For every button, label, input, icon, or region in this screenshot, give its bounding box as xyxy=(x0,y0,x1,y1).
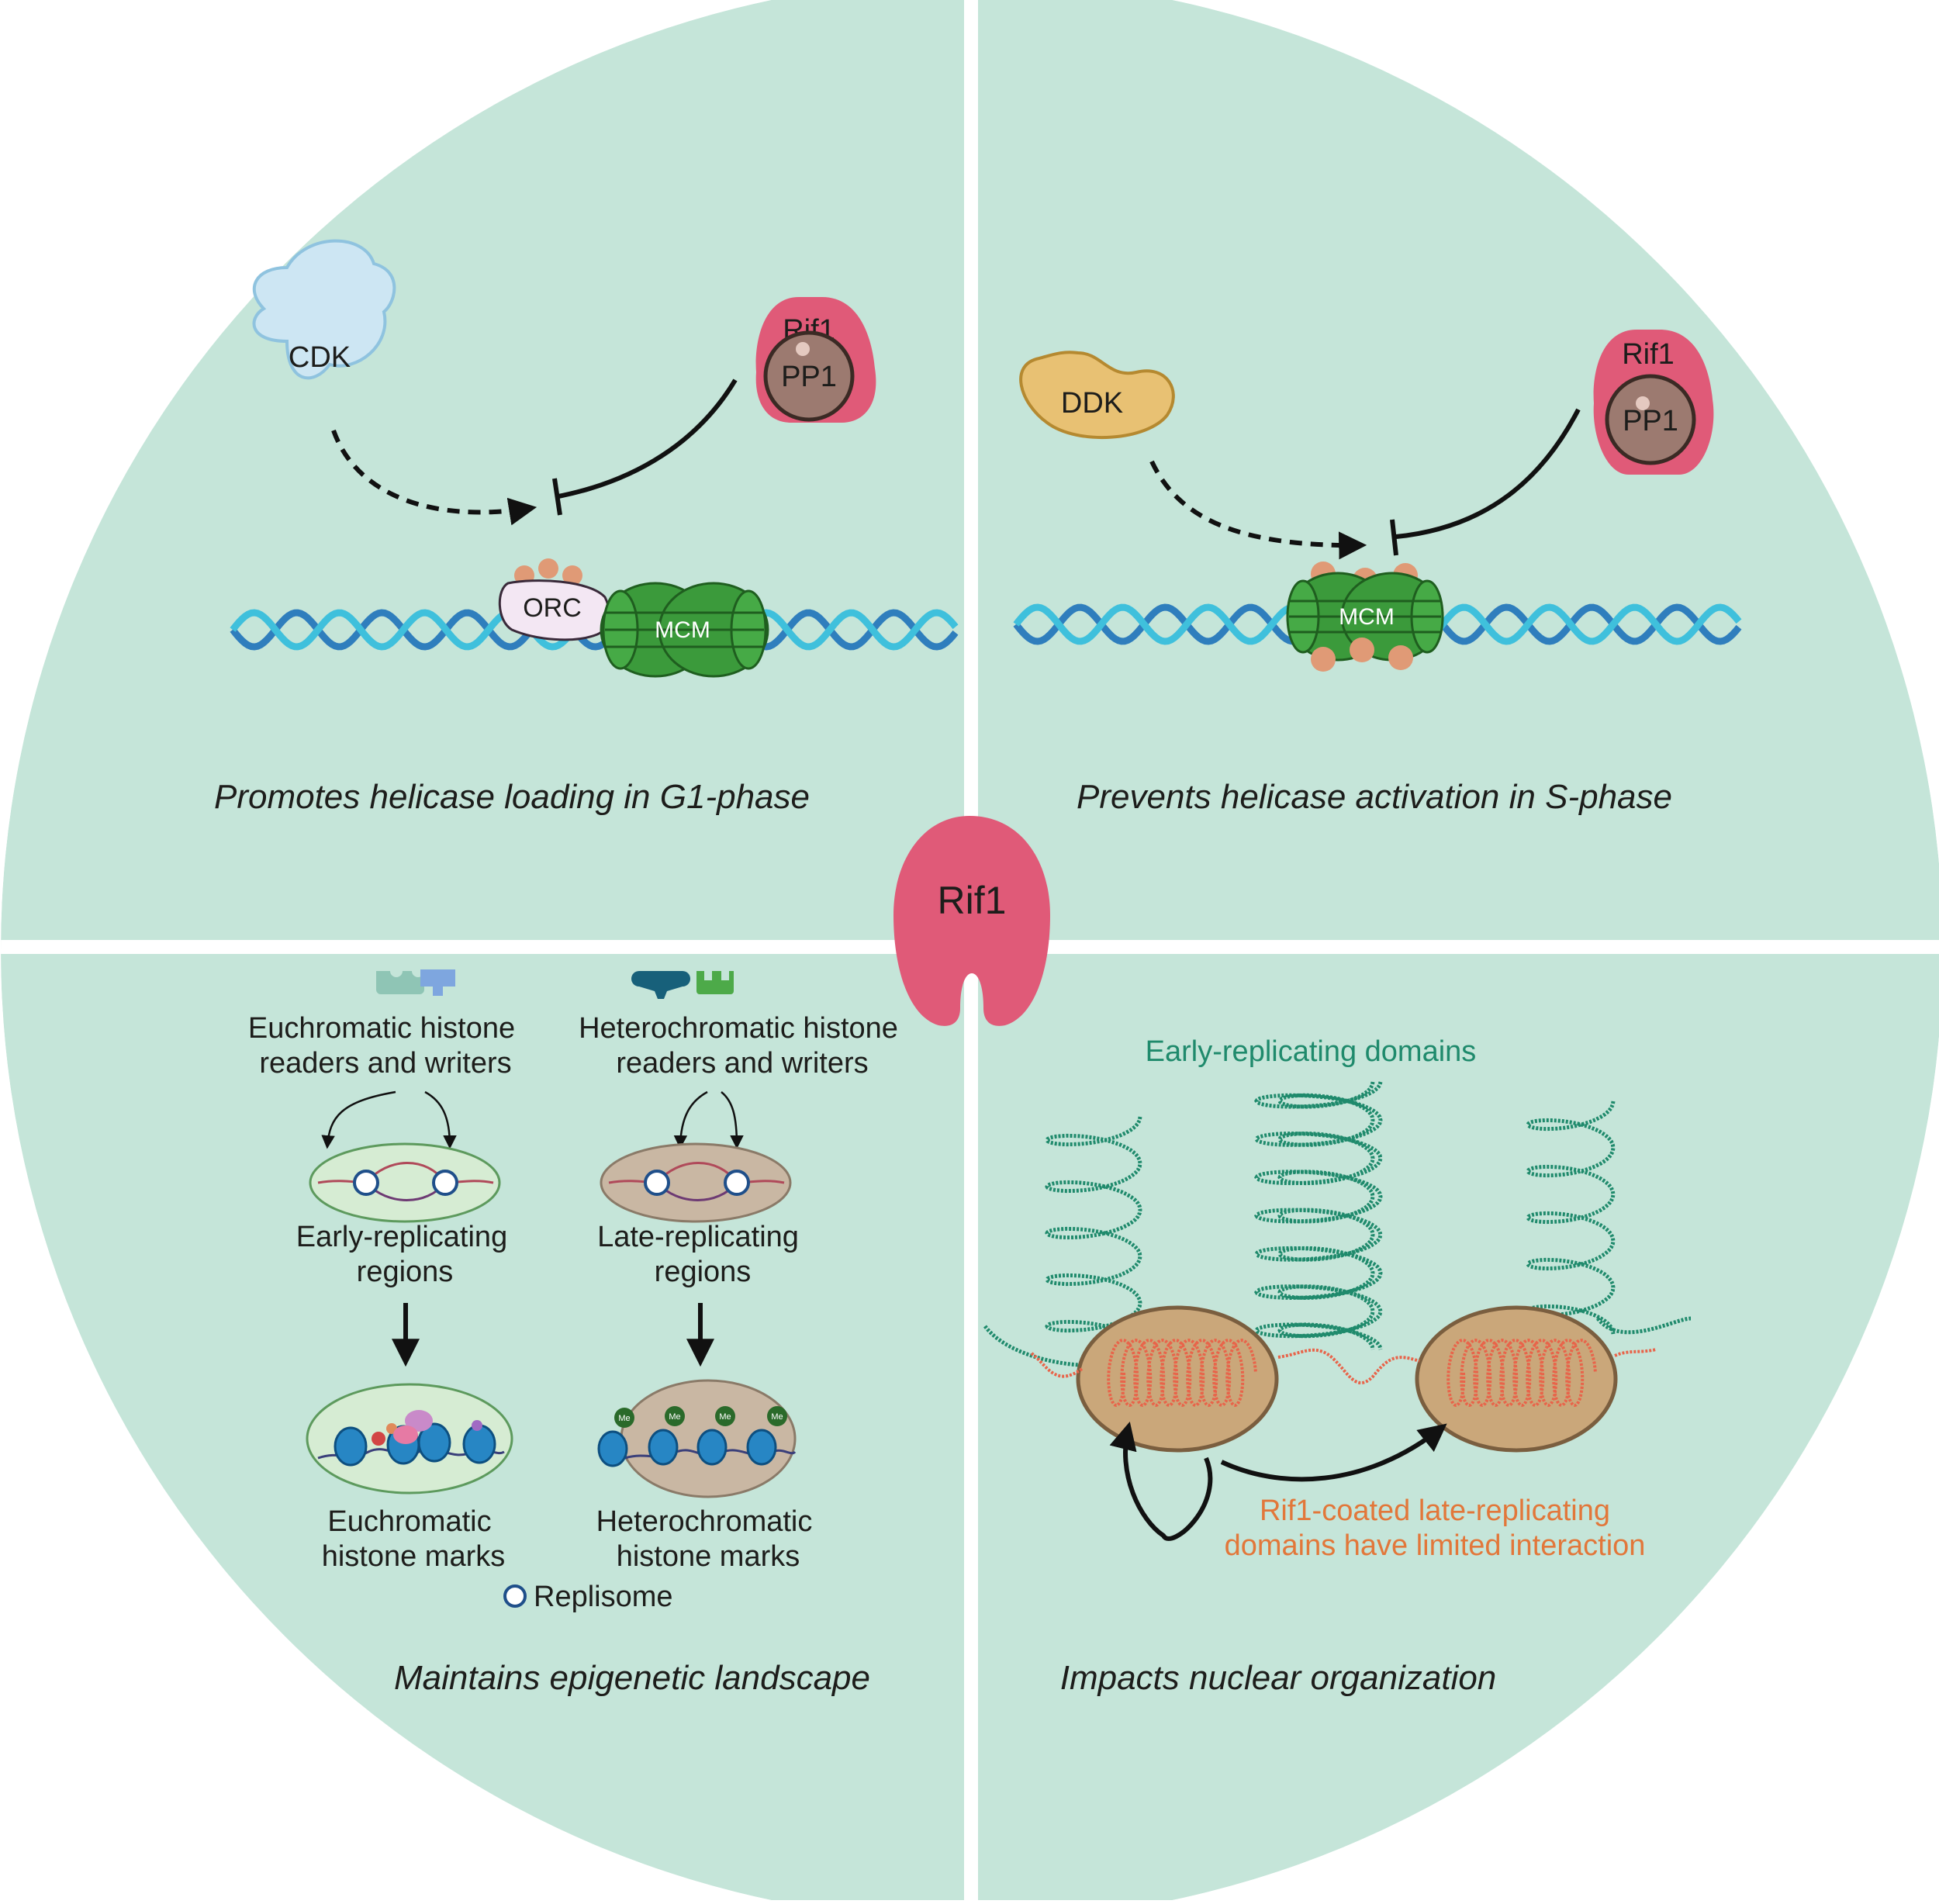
late-linker-right xyxy=(1614,1348,1657,1357)
hetero-marks-line2: histone marks xyxy=(617,1540,800,1573)
euchromatic-reader-icon xyxy=(376,971,424,994)
rif1-inhibits-line xyxy=(558,378,738,499)
mcm-double-hexamer-left: MCM xyxy=(600,582,769,678)
early-regions-line1: Early-replicating xyxy=(296,1221,507,1253)
ddk-promotes-arrow xyxy=(1149,460,1367,560)
reader-enzyme-icon xyxy=(393,1425,418,1444)
self-interaction-arrow xyxy=(1109,1422,1213,1541)
caption-nuclear-organization: Impacts nuclear organization xyxy=(1060,1659,1497,1697)
panel-epigenetic-landscape: Euchromatic histone readers and writers … xyxy=(248,969,898,1697)
eu-marks-line1: Euchromatic xyxy=(327,1505,491,1538)
euchromatic-writer-icon xyxy=(420,969,455,996)
rif1-label-right: Rif1 xyxy=(1622,338,1675,371)
inhibition-bar-left xyxy=(552,478,562,516)
mark-icon xyxy=(472,1420,482,1431)
chromatin-tail-3 xyxy=(1596,1316,1692,1335)
heterochromatic-reader-icon xyxy=(631,971,690,999)
writer-enzyme-icon xyxy=(405,1410,433,1432)
late-domains-line2: domains have limited interaction xyxy=(1225,1529,1646,1562)
caption-helicase-activation: Prevents helicase activation in S-phase xyxy=(1077,778,1672,816)
cdk-protein: CDK xyxy=(252,239,396,380)
pp1-subunit-right xyxy=(1605,374,1696,465)
chromatin-loop-3 xyxy=(1277,1081,1375,1350)
late-domain-left xyxy=(1076,1305,1279,1453)
central-rif1: Rif1 xyxy=(893,816,1050,1026)
phosphorylated-mcm: MCM xyxy=(1286,562,1444,672)
acetyl-mark-icon xyxy=(372,1432,385,1446)
panel-helicase-loading: CDK Rif1 PP1 ORC MCM xyxy=(214,239,959,816)
replisome-icon xyxy=(724,1170,750,1196)
heterochromatic-writer-icon xyxy=(696,971,734,994)
mcm-label-left: MCM xyxy=(655,617,710,643)
rif1-pp1-complex-left: Rif1 PP1 xyxy=(755,297,876,423)
pp1-label-left: PP1 xyxy=(781,361,837,393)
early-regions-line2: regions xyxy=(357,1256,454,1288)
pp1-subunit-left xyxy=(763,330,855,422)
hetero-readers-line2: readers and writers xyxy=(616,1047,868,1080)
replisome-legend-label: Replisome xyxy=(534,1581,673,1613)
me-label: Me xyxy=(618,1414,630,1423)
cdk-promotes-arrow xyxy=(331,429,537,526)
late-regions-line1: Late-replicating xyxy=(597,1221,799,1253)
hetero-readers-line1: Heterochromatic histone xyxy=(579,1012,898,1045)
caption-epigenetic-landscape: Maintains epigenetic landscape xyxy=(394,1659,870,1697)
ddk-label: DDK xyxy=(1061,387,1123,420)
early-domains-label: Early-replicating domains xyxy=(1146,1035,1477,1068)
hetero-fork-arrow-right xyxy=(721,1091,744,1149)
cdk-label: CDK xyxy=(289,341,351,374)
mcm-label-right: MCM xyxy=(1339,604,1395,630)
euchromatin-nucleosomes xyxy=(306,1383,513,1495)
me-label: Me xyxy=(719,1412,731,1422)
methyl-mark-icon xyxy=(715,1406,735,1426)
replisome-icon xyxy=(644,1170,670,1196)
pp1-highlight-right xyxy=(1636,396,1650,410)
methyl-mark-icon xyxy=(614,1408,634,1428)
caption-helicase-loading: Promotes helicase loading in G1-phase xyxy=(214,778,810,816)
methyl-mark-icon xyxy=(767,1406,787,1426)
orc-complex: ORC xyxy=(498,558,610,641)
pp1-label-right: PP1 xyxy=(1623,405,1678,437)
cross-interaction-arrow xyxy=(1220,1423,1447,1482)
late-linker-middle xyxy=(1277,1348,1420,1384)
replisome-icon xyxy=(353,1170,379,1196)
methyl-mark-icon xyxy=(665,1406,685,1426)
eu-readers-line2: readers and writers xyxy=(259,1047,511,1080)
eu-readers-line1: Euchromatic histone xyxy=(248,1012,515,1045)
rif1-inhibits-line-right xyxy=(1395,408,1581,539)
eu-fork-arrow-right xyxy=(424,1090,457,1149)
me-label: Me xyxy=(669,1412,680,1422)
late-domain-right xyxy=(1415,1305,1618,1453)
ddk-protein: DDK xyxy=(1019,351,1175,440)
early-replicating-chromatin-loops xyxy=(983,1081,1692,1367)
inhibition-bar-right xyxy=(1390,519,1398,556)
hetero-marks-line1: Heterochromatic xyxy=(596,1505,813,1538)
pp1-highlight-left xyxy=(796,342,810,356)
late-linker-left xyxy=(1030,1352,1084,1378)
replisome-icon xyxy=(432,1170,458,1196)
early-replicating-bubble xyxy=(309,1142,501,1223)
hetero-fork-arrow-left xyxy=(673,1090,708,1149)
late-domains-line1: Rif1-coated late-replicating xyxy=(1260,1495,1610,1527)
chromatin-loop-1 xyxy=(1045,1116,1142,1350)
chromatin-loop-4 xyxy=(1526,1101,1616,1335)
rif1-pp1-complex-right: Rif1 PP1 xyxy=(1593,330,1714,475)
eu-marks-line2: histone marks xyxy=(322,1540,506,1573)
eu-fork-arrow-left xyxy=(321,1090,396,1149)
panel-nuclear-organization: Early-replicating domains Rif1-coated la… xyxy=(983,1035,1692,1697)
heterochromatin-nucleosomes: Me Me Me Me xyxy=(597,1379,797,1498)
late-regions-line2: regions xyxy=(655,1256,752,1288)
central-rif1-label: Rif1 xyxy=(938,879,1007,922)
me-label: Me xyxy=(771,1412,783,1422)
late-replicating-bubble xyxy=(600,1142,792,1223)
panel-helicase-activation: DDK Rif1 PP1 MCM Prevents heli xyxy=(1013,330,1742,816)
orc-label: ORC xyxy=(523,593,582,623)
replisome-legend-icon xyxy=(503,1584,527,1608)
chromatin-tail-1 xyxy=(983,1325,1083,1367)
